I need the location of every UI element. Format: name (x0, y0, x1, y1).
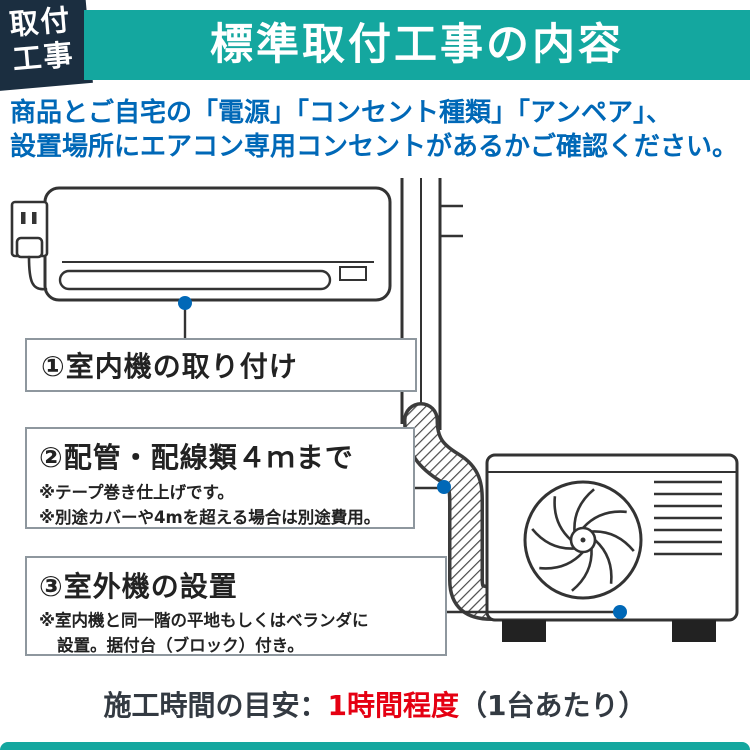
unit-foot-left (502, 620, 546, 642)
step3-label: ③室外機の設置 (39, 570, 238, 603)
badge-line-1: 取付 (8, 2, 73, 42)
intro-line-2: 設置場所にエアコン専用コンセントがあるかご確認ください。 (10, 132, 739, 162)
badge-line-2: 工事 (11, 37, 76, 77)
page-title: 標準取付工事の内容 (210, 20, 624, 70)
header-bar: 標準取付工事の内容 (84, 10, 750, 80)
indoor-unit-illustration (43, 186, 392, 302)
fan-icon (523, 480, 643, 600)
step-box-outdoor-unit: ③室外機の設置 ※室内機と同一階の平地もしくはベランダに 設置。据付台（ブロック… (25, 556, 447, 656)
piping-icon (400, 178, 463, 430)
step2-note-2: ※別途カバーや4mを超える場合は別途費用。 (39, 507, 381, 527)
power-outlet-icon (10, 200, 49, 291)
unit-foot-right (672, 620, 716, 642)
time-note-suffix: （1台あたり） (459, 689, 647, 722)
step2-note-1: ※テープ巻き仕上げです。 (39, 483, 234, 502)
time-note-highlight: 1時間程度 (327, 689, 459, 722)
intro-text: 商品とご自宅の「電源」「コンセント種類」「アンペア」、 設置場所にエアコン専用コ… (10, 96, 748, 164)
intro-line-1: 商品とご自宅の「電源」「コンセント種類」「アンペア」、 (10, 98, 672, 128)
connector-dot-indoor (178, 296, 192, 310)
step3-note-2: 設置。据付台（ブロック）付き。 (57, 635, 304, 655)
time-note-prefix: 施工時間の目安： (103, 689, 328, 722)
outdoor-unit-illustration (485, 453, 739, 642)
step-box-indoor-unit: ①室内機の取り付け (25, 338, 417, 392)
connector-dot-piping (437, 480, 451, 494)
step2-label: ②配管・配線類４ｍまで (39, 441, 354, 474)
step3-note-1: ※室内機と同一階の平地もしくはベランダに (39, 611, 369, 630)
step-box-piping: ②配管・配線類４ｍまで ※テープ巻き仕上げです。 ※別途カバーや4mを超える場合… (25, 427, 415, 529)
taped-duct-icon (403, 402, 510, 621)
bottom-accent-bar (0, 742, 750, 750)
construction-time-note: 施工時間の目安：1時間程度（1台あたり） (0, 684, 750, 724)
installation-badge: 取付 工事 (0, 0, 93, 91)
power-cord (27, 255, 48, 291)
connector-dots (178, 296, 627, 619)
vent-slats-icon (654, 480, 722, 556)
step1-label: ①室内機の取り付け (41, 350, 298, 383)
connector-dot-outdoor (613, 605, 627, 619)
